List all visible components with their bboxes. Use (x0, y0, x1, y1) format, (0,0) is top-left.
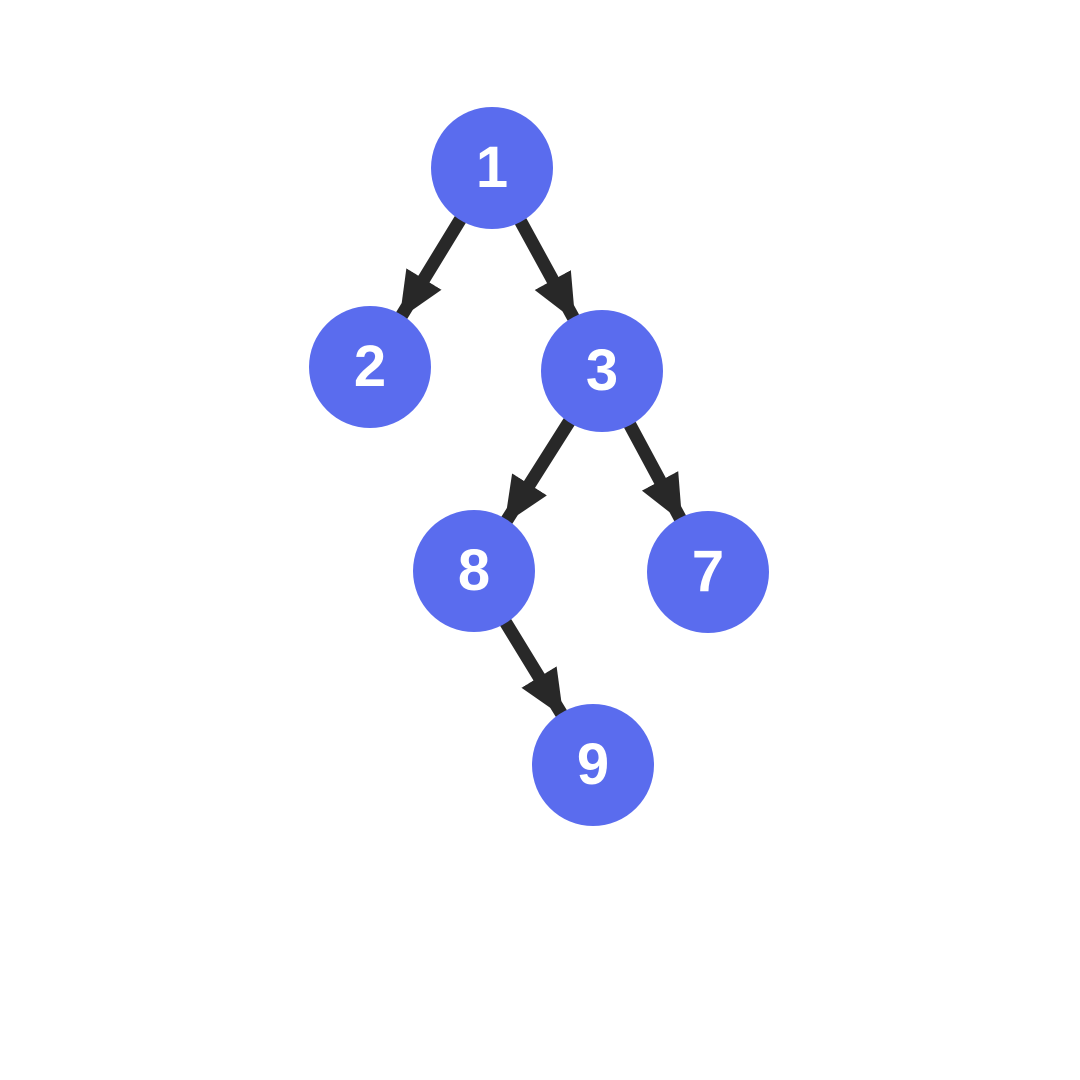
edge-3-8 (500, 415, 576, 527)
edge-3-7 (623, 418, 687, 525)
edge-1-3 (514, 215, 580, 324)
tree-node-9: 9 (532, 704, 654, 826)
edge-1-2 (395, 213, 467, 322)
tree-node-1: 1 (431, 107, 553, 229)
tree-node-3-label: 3 (585, 338, 619, 403)
tree-node-8: 8 (413, 510, 535, 632)
tree-node-1-label: 1 (475, 135, 509, 200)
tree-node-8-label: 8 (457, 538, 491, 603)
tree-node-3: 3 (541, 310, 663, 432)
tree-node-7: 7 (647, 511, 769, 633)
tree-node-9-label: 9 (576, 732, 610, 797)
edge-8-9 (499, 616, 568, 720)
tree-node-2: 2 (309, 306, 431, 428)
tree-node-7-label: 7 (691, 539, 725, 604)
tree-node-2-label: 2 (353, 334, 387, 399)
